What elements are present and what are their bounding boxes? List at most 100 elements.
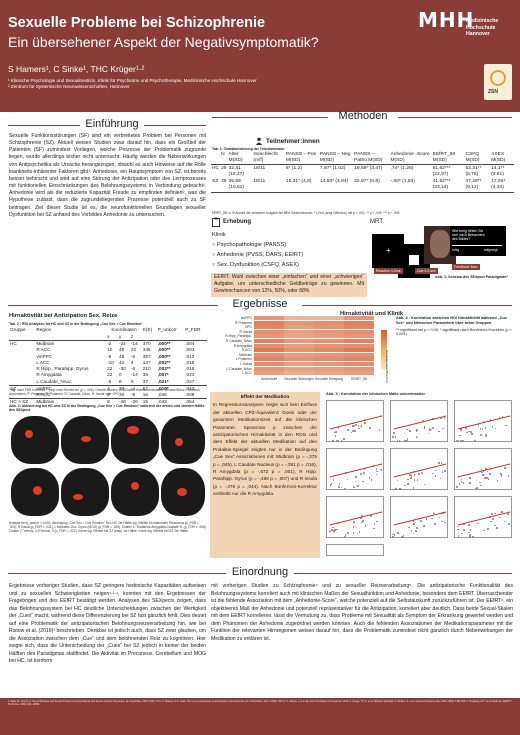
table-cell: ,007*	[157, 372, 169, 378]
heatmap-cell	[284, 316, 314, 321]
regression-line	[329, 415, 383, 430]
heatmap-cell	[314, 339, 344, 344]
scatter-point	[396, 440, 399, 442]
scatter-point	[354, 424, 357, 426]
heatmap-cell	[344, 325, 374, 330]
scatter-point	[500, 475, 503, 477]
scatter-point	[418, 472, 420, 475]
scatter-point	[364, 525, 367, 528]
scatter-point	[409, 429, 412, 432]
scatter-plot	[326, 448, 384, 490]
table-row: SZ 29 35,59 (10,61) 18/11 15,31* (4,8) 1…	[211, 178, 514, 193]
scatter-point	[496, 527, 498, 529]
scatter-plot	[390, 496, 448, 538]
activation-blob	[177, 488, 187, 496]
scatter-point	[416, 478, 419, 481]
scatter-point	[476, 487, 478, 489]
table-cell: 47,28** (9,12)	[464, 178, 491, 193]
scatter-point	[357, 425, 360, 427]
scatter-point	[486, 477, 488, 479]
regression-line	[393, 463, 447, 478]
heatmap-cell	[254, 357, 284, 362]
brain-slice-image	[11, 416, 59, 464]
brain-slice-image	[111, 468, 159, 516]
scatter-point	[463, 529, 465, 531]
table-cell: 32,97* (6,8)	[353, 178, 390, 193]
heatmap-col-label: Anhedonie	[260, 376, 278, 381]
references: 1. Raja, M., Azzoni, A. Sexual Behavior …	[0, 698, 520, 735]
scatter-point	[360, 473, 362, 475]
scatter-point	[406, 438, 409, 440]
scatter-point	[410, 475, 413, 477]
table-cell: Midbrain	[35, 398, 107, 406]
heatmap-col-label: Sexuelle Störungen	[284, 376, 314, 381]
scatter-point	[460, 428, 462, 431]
table2-footnote: * sig. nach FDR-Korrektur; ** sig. nach …	[9, 388, 200, 396]
scatter-point	[476, 522, 479, 525]
scatter-point	[396, 479, 399, 482]
table-cell: 14,1** (2,81)	[491, 166, 505, 177]
table-cell: 18/11	[252, 178, 285, 193]
table-header-cell: z	[129, 333, 142, 341]
scatter-point	[484, 477, 487, 479]
activation-blob	[25, 430, 33, 438]
scatter-point	[406, 478, 409, 481]
scatter-point	[363, 472, 365, 474]
brain-slice-image	[111, 416, 159, 464]
scatter-point	[361, 521, 363, 524]
table-cell: 10	[107, 347, 113, 353]
table-cell: 14,93* (4,84)	[318, 178, 354, 193]
scatter-point	[331, 529, 333, 531]
table-cell: HC	[10, 340, 17, 346]
table-cell: 29	[220, 178, 228, 193]
activation-blob	[175, 438, 183, 446]
klinik-item: ○ Sex. Dysfunktion (CSFQ, ASEX)	[212, 262, 299, 268]
table-cell: 2	[107, 392, 110, 398]
scatter-point	[338, 483, 341, 485]
scatter-point	[347, 532, 349, 534]
results-left-heading: Hirnaktivität bei Antizipation Sex. Reiz…	[9, 313, 118, 319]
scatter-point	[474, 488, 477, 490]
scatter-point	[358, 531, 361, 533]
scatter-point	[425, 518, 428, 520]
table-cell: -24	[119, 340, 126, 346]
scatter-point	[335, 431, 337, 433]
table-header-cell: EEfRT_88 M(SD)	[431, 151, 465, 166]
scatter-point	[335, 528, 338, 531]
affiliations: ¹ Klinische Psychologie und Sexualmedizi…	[8, 78, 257, 90]
scatter-point	[469, 477, 471, 479]
table-header-cell: Region	[36, 327, 52, 333]
table-cell: -28	[118, 398, 130, 406]
table-cell: ,003	[185, 347, 195, 353]
scatter-point	[412, 487, 415, 489]
scatter-point	[435, 469, 437, 472]
heatmap-cell	[344, 362, 374, 367]
scatter-point	[344, 534, 347, 536]
table-header-cell: PANSS – Pos M(SD)	[284, 151, 319, 166]
scatter-point	[363, 467, 366, 470]
heatmap-cell	[254, 316, 284, 321]
heatmap-cell	[254, 325, 284, 330]
table-cell: -8	[130, 392, 136, 398]
table-cell: 29	[221, 166, 227, 172]
table-cell: ,004	[185, 340, 195, 346]
scatter-point	[396, 531, 399, 534]
table-cell: 67	[141, 384, 157, 392]
scatter-point	[490, 520, 492, 523]
scatter-point	[466, 431, 468, 434]
table-cell: Midbrain	[36, 340, 55, 346]
table-cell: ,021*	[157, 378, 169, 384]
scatter-point	[333, 531, 336, 533]
scatter-point	[351, 430, 354, 432]
scatter-point	[360, 516, 362, 519]
table-cell: ,74* (1,28)	[390, 166, 414, 172]
table-cell: ,027	[185, 378, 195, 384]
heatmap-cell	[314, 371, 344, 376]
heatmap-cell	[254, 329, 284, 334]
medication-effect-title: Effekt der Medikation	[240, 395, 290, 400]
scatter-point	[457, 439, 460, 442]
scatter-point	[412, 520, 415, 522]
heatmap-cell	[344, 357, 374, 362]
heatmap-cell	[254, 343, 284, 348]
